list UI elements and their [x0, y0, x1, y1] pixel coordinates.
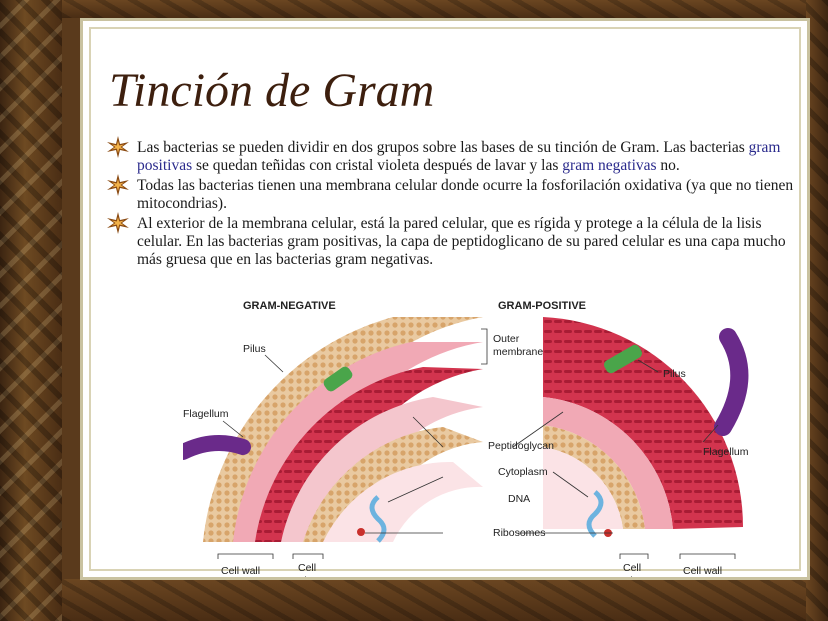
bullet-1-text-a: Las bacterias se pueden dividir en dos g… — [137, 139, 749, 156]
bullet-item-1: Las bacterias se pueden dividir en dos g… — [105, 136, 795, 175]
label-peptidoglycan: Peptidoglycan — [488, 440, 554, 452]
gram-negative-header: GRAM-NEGATIVE — [243, 300, 336, 312]
bullet-item-3: Al exterior de la membrana celular, está… — [105, 212, 795, 269]
starburst-bullet-icon — [107, 174, 129, 196]
bullet-1-term-gram-negative: gram negativas — [562, 157, 657, 174]
label-pilus-right: Pilus — [663, 368, 686, 380]
label-dna: DNA — [508, 493, 530, 505]
bullet-1-text-b: se quedan teñidas con cristal violeta de… — [192, 157, 563, 174]
slide: Tinción de Gram Las bacterias se pueden … — [80, 18, 810, 580]
label-cell-wall-left: Cell wall — [221, 565, 260, 577]
label-flagellum-right: Flagellum — [703, 446, 749, 458]
leader-lines — [217, 328, 736, 559]
decorative-border-left — [0, 0, 62, 621]
label-cell-membrane-right-line2: membrane — [607, 575, 657, 577]
label-outer-membrane-line2: membrane — [493, 346, 543, 358]
gram-positive-illustration — [543, 317, 749, 538]
decorative-border-bottom — [62, 579, 806, 621]
decorative-border-right — [806, 0, 828, 621]
slide-inner-frame — [89, 27, 801, 571]
label-pilus-left: Pilus — [243, 343, 266, 355]
gram-negative-illustration — [183, 317, 483, 543]
starburst-bullet-icon — [107, 212, 129, 234]
label-cell-wall-right: Cell wall — [683, 565, 722, 577]
label-cell-membrane-left-line2: membrane — [281, 575, 331, 577]
gram-cell-wall-diagram: GRAM-NEGATIVE GRAM-POSITIVE Pilus Outer … — [183, 300, 749, 577]
bullet-1-term-gram-positive: gram positivas — [137, 139, 781, 174]
starburst-bullet-icon — [107, 136, 129, 158]
bullet-item-2: Todas las bacterias tienen una membrana … — [105, 174, 795, 213]
label-cell-membrane-left-line1: Cell — [298, 562, 316, 574]
bullet-3-text: Al exterior de la membrana celular, está… — [137, 215, 786, 268]
gram-positive-header: GRAM-POSITIVE — [498, 300, 586, 312]
label-cytoplasm: Cytoplasm — [498, 466, 548, 478]
label-outer-membrane-line1: Outer — [493, 333, 520, 345]
bullet-1-text-c: no. — [656, 157, 680, 174]
bullet-2-text: Todas las bacterias tienen una membrana … — [137, 177, 794, 212]
label-flagellum-left: Flagellum — [183, 408, 229, 420]
label-ribosomes: Ribosomes — [493, 527, 546, 539]
bullet-list: Las bacterias se pueden dividir en dos g… — [105, 136, 795, 271]
label-cell-membrane-right-line1: Cell — [623, 562, 641, 574]
slide-title: Tinción de Gram — [109, 64, 435, 117]
decorative-border-top — [62, 0, 806, 18]
